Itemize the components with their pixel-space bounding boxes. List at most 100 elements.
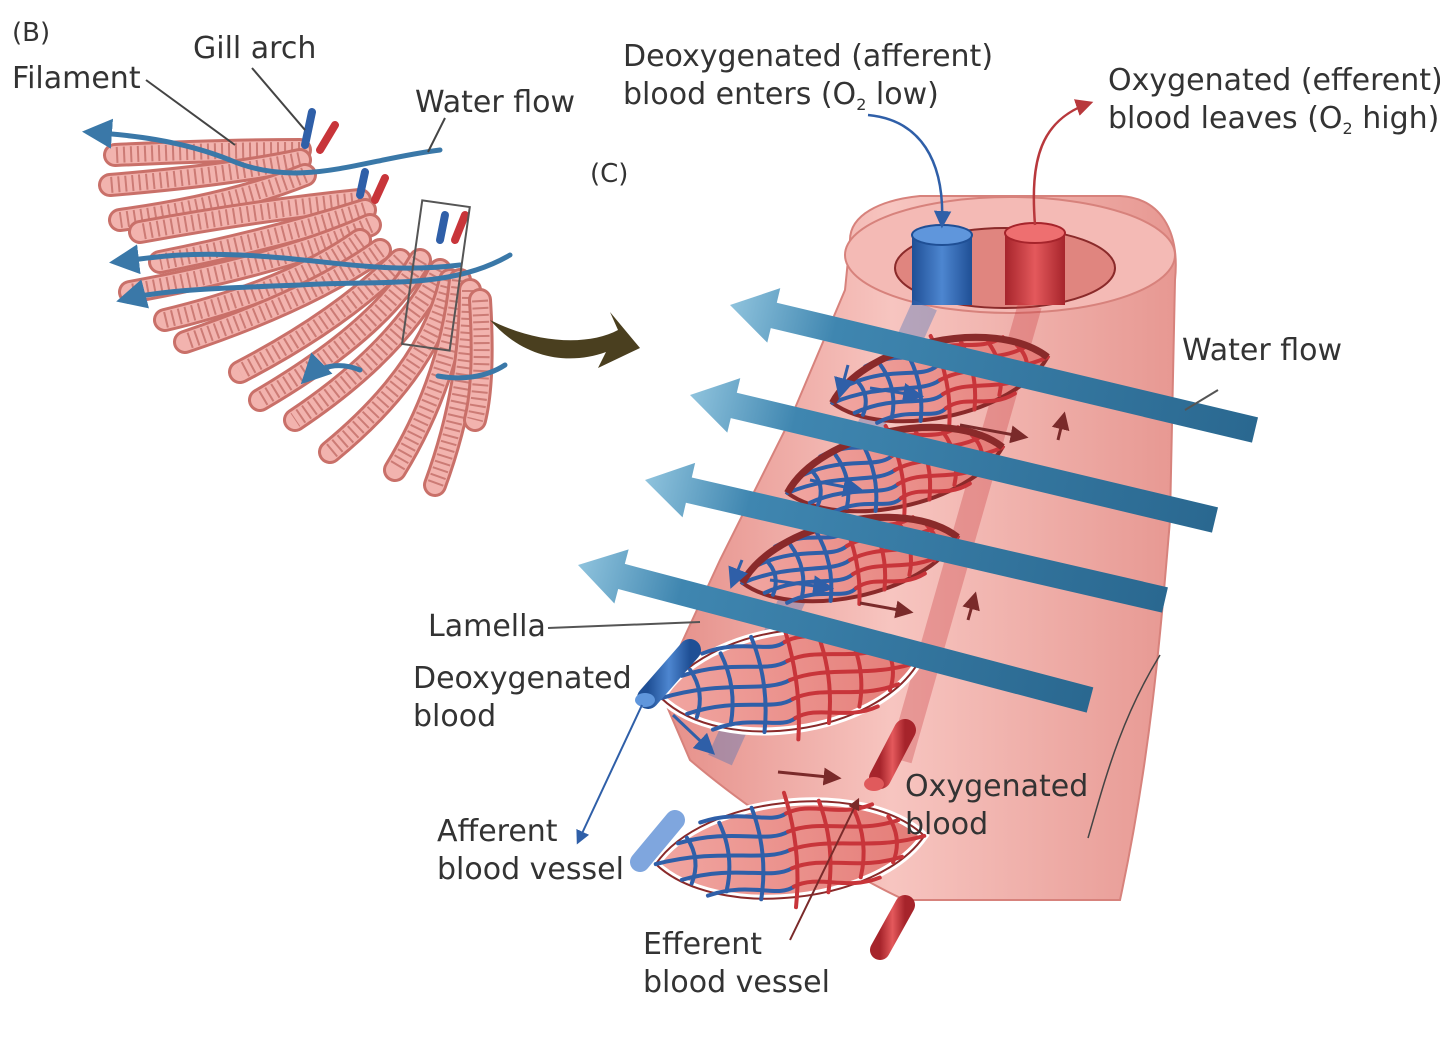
panel-c-filament: [547, 99, 1259, 960]
water-arrow-shape: [577, 549, 1094, 713]
blood-flow-arrows: [671, 364, 1070, 786]
top-efferent-vessel: [1005, 233, 1065, 305]
filament-ridges: [388, 279, 468, 475]
water-arrow-shape: [644, 462, 1168, 613]
capillary-red: [784, 802, 875, 816]
water-arrow-shape: [729, 288, 1259, 443]
panel-c-water-arrows: [577, 288, 1259, 713]
deoxy-enter-line2-end: low): [866, 77, 939, 112]
outline-detail: [1087, 654, 1161, 839]
filament-leader: [145, 79, 236, 146]
capillary-blue: [685, 697, 795, 716]
capillary-link: [808, 467, 823, 507]
deoxy-enter-line2: blood enters (O2 low): [623, 76, 939, 124]
capillary-link: [749, 634, 768, 735]
filament-label: Filament: [12, 61, 141, 96]
capillary-blue: [675, 829, 791, 846]
filament-ridges: [236, 254, 406, 380]
afferent-vessel-line2: blood vessel: [437, 852, 624, 887]
deoxy-enter-line1: Deoxygenated (afferent): [623, 39, 994, 74]
capillary-link: [717, 820, 732, 894]
arch-vessels: [301, 108, 469, 244]
water-flow-arrow: [577, 549, 1094, 713]
oxy-blood-line2: blood: [905, 807, 989, 842]
filament-ridges: [255, 255, 427, 407]
capillary-red: [790, 682, 901, 702]
capillary-link: [763, 557, 778, 597]
transition-arrow: [490, 312, 640, 368]
filament-ridges: [324, 278, 458, 459]
water-arrow-shape: [689, 378, 1219, 533]
capillary-link: [816, 798, 833, 895]
capillary-link: [684, 835, 698, 886]
water-flow-b-label: Water flow: [415, 85, 576, 120]
capillary-red: [898, 481, 972, 501]
oxy-leave-line1: Oxygenated (efferent): [1108, 63, 1440, 98]
capillary-link: [788, 543, 806, 600]
filament-ridges: [427, 289, 478, 488]
capillary-blue: [679, 866, 794, 882]
filament-fill: [466, 291, 491, 429]
capillary-blue: [659, 678, 792, 701]
capillary-blue: [740, 558, 852, 585]
capillary-red: [791, 875, 882, 889]
capillary-link: [853, 377, 868, 417]
afferent-enter-arrow: [867, 113, 952, 229]
panel-c-label: (C): [590, 159, 629, 189]
gill-arch-label: Gill arch: [193, 31, 317, 66]
capillary-red: [943, 391, 1017, 411]
capillary-link: [851, 806, 866, 880]
oxy-blood-line1: Oxygenated: [905, 769, 1089, 804]
water-flow-arrow: [644, 462, 1168, 613]
oxy-leave-line2: blood leaves (O2 high): [1108, 100, 1439, 148]
afferent-vessel-line1: Afferent: [437, 814, 558, 849]
capillary-red: [788, 659, 921, 682]
filament-ridges: [290, 266, 448, 427]
capillary-red: [788, 833, 927, 852]
capillary-link: [749, 805, 766, 902]
capillary-red: [793, 704, 880, 721]
water-flow-c-label: Water flow: [1182, 333, 1343, 368]
deoxy-enter-line2-text: blood enters (O: [623, 77, 857, 112]
lamella-label: Lamella: [428, 609, 546, 644]
oxy-leave-line2-text: blood leaves (O: [1108, 101, 1343, 136]
afferent-vessel-upper: [637, 639, 701, 709]
capillary-link: [779, 618, 801, 742]
efferent-vessel-upper: [869, 719, 916, 789]
lamella: [650, 790, 930, 910]
efferent-vessel-line2: blood vessel: [643, 965, 830, 1000]
capillary-red: [789, 854, 905, 871]
panel-b-gill-arch: [82, 67, 513, 497]
water-flow-arrow: [689, 378, 1219, 533]
deoxy-blood-line2: blood: [413, 699, 497, 734]
deoxy-blood-line1: Deoxygenated: [413, 661, 632, 696]
oxy-leave-line2-end: high): [1352, 101, 1440, 136]
capillary-blue: [756, 543, 850, 567]
filament-fill: [111, 166, 314, 229]
panel-b-label: (B): [12, 18, 51, 48]
capillary-link: [688, 667, 702, 720]
capillary-red: [853, 571, 927, 591]
efferent-vessel-leader: [789, 797, 860, 941]
capillary-link: [781, 790, 800, 910]
filament-ridges: [138, 192, 361, 240]
capillary-link: [718, 651, 735, 727]
lamella-leader: [547, 621, 701, 629]
capillary-blue: [846, 363, 940, 387]
selection-box: [400, 199, 471, 352]
efferent-vessel-line1: Efferent: [643, 927, 762, 962]
efferent-vessel-lower: [870, 895, 915, 960]
capillaries: [653, 790, 927, 910]
filament-fill: [101, 151, 309, 194]
capillary-red: [786, 818, 901, 834]
afferent-vessel-lower: [630, 810, 685, 872]
water-flow-c-leader: [1184, 389, 1219, 411]
filament-fill: [106, 141, 309, 164]
deoxy-enter-subscript: 2: [856, 95, 867, 114]
panel-b-water-arrows: [82, 118, 513, 385]
filament-ridges: [182, 243, 385, 350]
filament-ridges: [163, 233, 365, 328]
oxy-leave-subscript: 2: [1342, 119, 1353, 138]
